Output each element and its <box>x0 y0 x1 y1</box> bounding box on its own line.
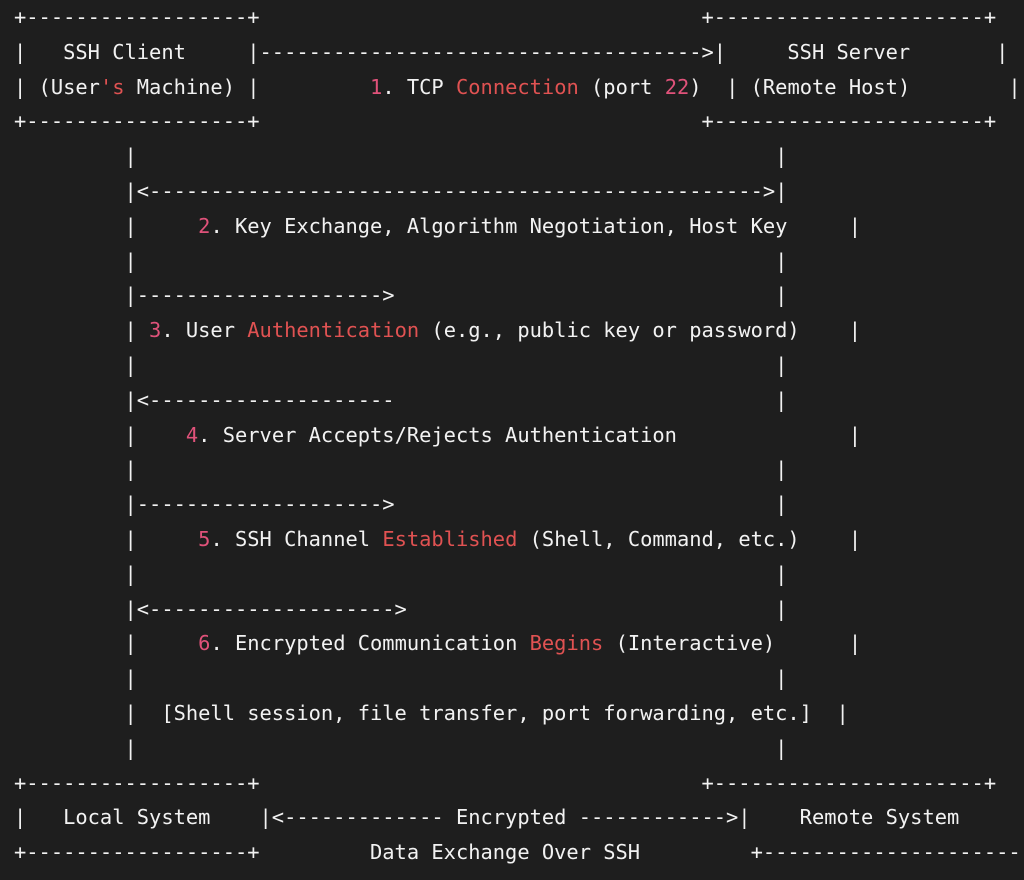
diagram-line: | | <box>14 452 1024 487</box>
diagram-line: +------------------+ Data Exchange Over … <box>14 835 1024 870</box>
diagram-line: |<-------------------- | <box>14 383 1024 418</box>
diagram-line: | Local System |<------------- Encrypted… <box>14 800 1024 835</box>
diagram-line: | | <box>14 348 1024 383</box>
diagram-text: |--------------------> | <box>14 492 788 517</box>
highlight-keyword: 's <box>99 74 125 99</box>
diagram-line: | | <box>14 244 1024 279</box>
diagram-line: | 4. Server Accepts/Rejects Authenticati… <box>14 418 1024 453</box>
diagram-text: . Key Exchange, Algorithm Negotiation, H… <box>210 213 862 238</box>
diagram-text: | | <box>14 457 788 482</box>
diagram-line: +------------------+ +------------------… <box>14 766 1024 801</box>
diagram-line: |--------------------> | <box>14 278 1024 313</box>
diagram-text: Machine) | <box>124 74 371 99</box>
highlight-keyword: Connection <box>455 74 579 99</box>
step-number: 3 <box>149 318 162 343</box>
diagram-line: +------------------+ +------------------… <box>14 0 1024 35</box>
diagram-text: | | <box>14 248 788 273</box>
diagram-text: | [Shell session, file transfer, port fo… <box>14 700 849 725</box>
diagram-text: . TCP <box>382 74 456 99</box>
diagram-text: ) | (Remote Host) | <box>689 74 1021 99</box>
diagram-line: | 2. Key Exchange, Algorithm Negotiation… <box>14 209 1024 244</box>
diagram-line: | | <box>14 139 1024 174</box>
diagram-line: | | <box>14 661 1024 696</box>
diagram-text: | <box>14 422 186 447</box>
diagram-text: (port <box>578 74 665 99</box>
diagram-text: | Local System |<------------- Encrypted… <box>14 805 1024 830</box>
diagram-text: +------------------+ +------------------… <box>14 770 997 795</box>
diagram-text: | | <box>14 666 788 691</box>
diagram-line: |--------------------> | <box>14 487 1024 522</box>
diagram-line: | 3. User Authentication (e.g., public k… <box>14 313 1024 348</box>
diagram-line: | [Shell session, file transfer, port fo… <box>14 696 1024 731</box>
diagram-line: | 5. SSH Channel Established (Shell, Com… <box>14 522 1024 557</box>
diagram-line: | SSH Client |--------------------------… <box>14 35 1024 70</box>
diagram-text: |<--------------------------------------… <box>14 178 788 203</box>
diagram-text: | SSH Client |--------------------------… <box>14 39 1009 64</box>
highlight-keyword: Established <box>382 526 518 551</box>
highlight-keyword: Begins <box>529 631 604 656</box>
diagram-text: +------------------+ +------------------… <box>14 109 997 134</box>
diagram-text: +------------------+ Data Exchange Over … <box>14 840 1024 865</box>
diagram-line: |<--------------------------------------… <box>14 174 1024 209</box>
step-number: 2 <box>198 213 211 238</box>
diagram-text: | (User <box>14 74 100 99</box>
diagram-text: |--------------------> | <box>14 283 788 308</box>
highlight-keyword: Authentication <box>247 318 420 343</box>
step-number: 4 <box>185 422 199 447</box>
diagram-line: | (User's Machine) | 1. TCP Connection (… <box>14 70 1024 105</box>
step-number: 22 <box>664 74 690 99</box>
diagram-text: | <box>14 526 199 551</box>
step-number: 1 <box>370 74 383 99</box>
diagram-text: (Shell, Command, etc.) | <box>517 526 862 551</box>
diagram-text: +------------------+ +------------------… <box>14 5 997 29</box>
diagram-text: (e.g., public key or password) | <box>419 318 862 343</box>
diagram-text: | | <box>14 735 788 760</box>
step-number: 5 <box>198 526 211 551</box>
step-number: 6 <box>198 631 211 656</box>
diagram-line: | 6. Encrypted Communication Begins (Int… <box>14 626 1024 661</box>
diagram-text: | <box>14 213 199 238</box>
diagram-text: . Server Accepts/Rejects Authentication … <box>198 422 862 447</box>
diagram-line: |<--------------------> | <box>14 592 1024 627</box>
diagram-text: (Interactive) | <box>603 631 862 656</box>
diagram-text: |<-------------------- | <box>14 387 788 412</box>
diagram-text: . SSH Channel <box>210 526 383 551</box>
diagram-line: | | <box>14 731 1024 766</box>
diagram-text: | <box>14 631 199 656</box>
diagram-line: | | <box>14 557 1024 592</box>
diagram-text: | | <box>14 561 788 586</box>
diagram-text: | | <box>14 352 788 377</box>
diagram-text: . User <box>161 318 248 343</box>
diagram-text: | <box>14 318 150 343</box>
ssh-flow-diagram: +------------------+ +------------------… <box>14 0 1024 870</box>
diagram-line: +------------------+ +------------------… <box>14 104 1024 139</box>
diagram-text: | | <box>14 144 788 169</box>
diagram-text: . Encrypted Communication <box>210 631 530 656</box>
diagram-text: |<--------------------> | <box>14 596 788 621</box>
